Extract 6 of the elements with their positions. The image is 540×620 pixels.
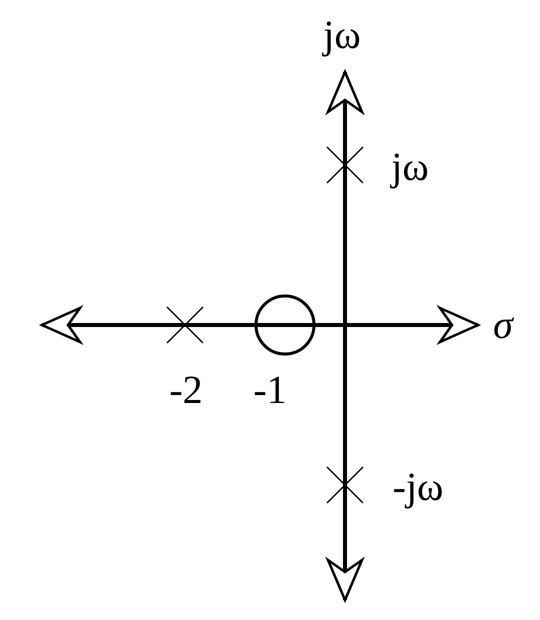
axis-label: σ (493, 305, 513, 345)
value-label: jω (391, 147, 429, 187)
value-label: -1 (253, 370, 287, 410)
value-label: -jω (392, 467, 444, 507)
value-label: -2 (169, 370, 203, 410)
axis-label: jω (323, 15, 361, 55)
